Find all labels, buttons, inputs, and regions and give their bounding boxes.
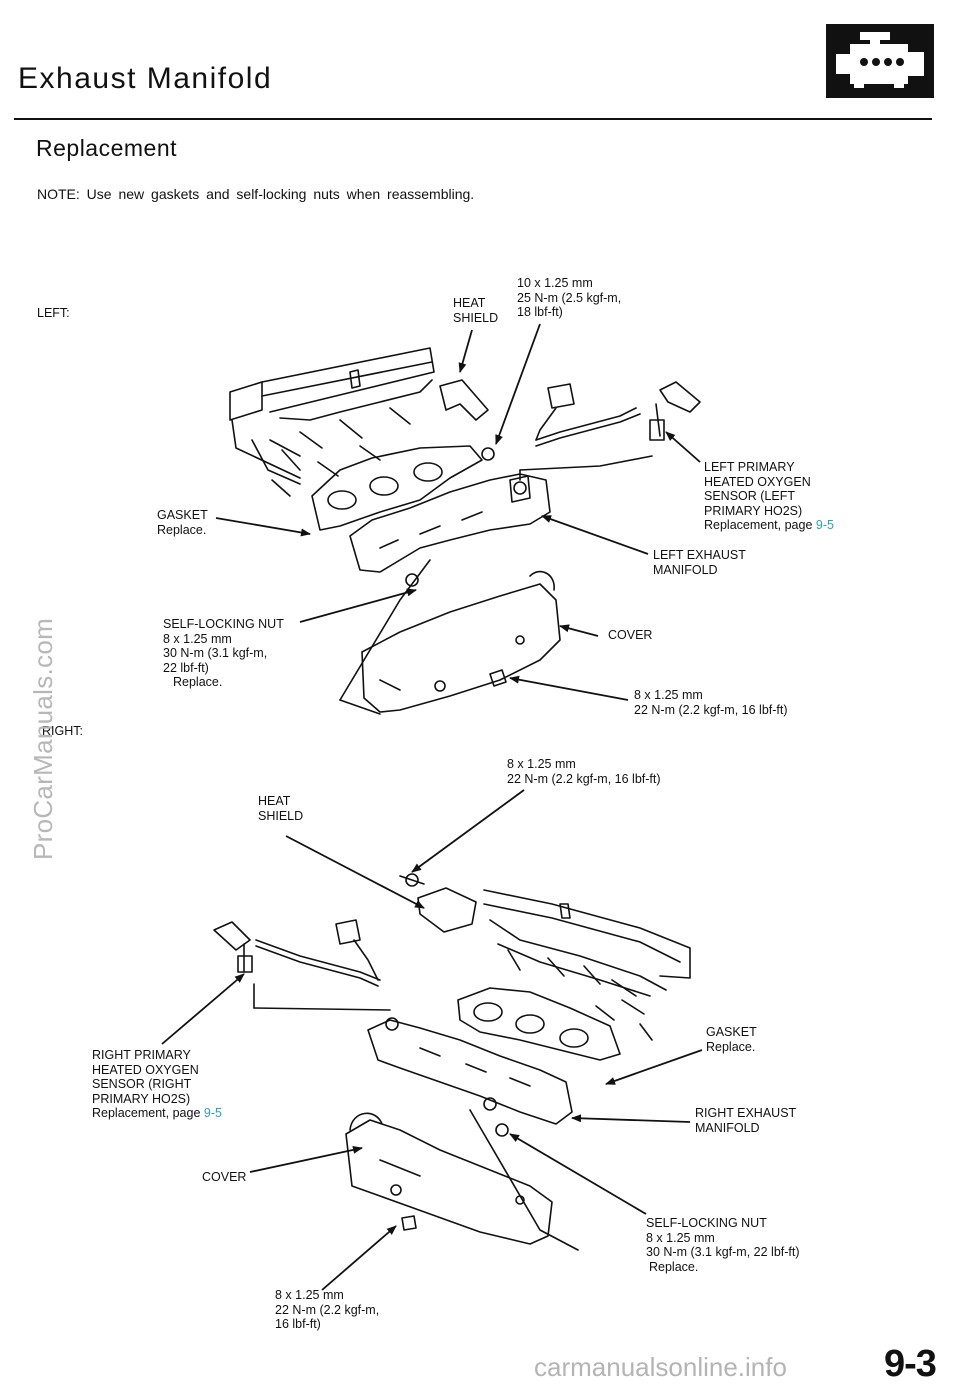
- left-cover: [339, 559, 561, 715]
- right-cover: [345, 1109, 579, 1251]
- arrow-right-cover: [249, 1145, 363, 1173]
- arrow-right-manifold: [571, 1114, 691, 1123]
- right-o2-sensor: [213, 919, 381, 987]
- left-cover-bolt-label: 8 x 1.25 mm 22 N-m (2.2 kgf-m, 16 lbf-ft…: [634, 688, 788, 717]
- left-manifold-label: LEFT EXHAUST MANIFOLD: [653, 548, 746, 577]
- arrow-right-nut: [509, 1133, 647, 1215]
- right-cover-label: COVER: [202, 1170, 247, 1184]
- arrow-left-bolt-top: [495, 323, 541, 445]
- header-rule: [14, 118, 932, 120]
- right-sensor-page-link[interactable]: 9-5: [203, 1106, 222, 1120]
- right-bolt-top-label: 8 x 1.25 mm 22 N-m (2.2 kgf-m, 16 lbf-ft…: [507, 757, 661, 786]
- right-cover-bolt-label: 8 x 1.25 mm 22 N-m (2.2 kgf-m, 16 lbf-ft…: [275, 1288, 380, 1331]
- right-nut-label: SELF-LOCKING NUT 8 x 1.25 mm 30 N-m (3.1…: [646, 1216, 800, 1274]
- arrow-right-gasket: [605, 1049, 703, 1085]
- arrow-left-gasket: [215, 517, 311, 537]
- left-gasket: [311, 445, 483, 531]
- note-text: NOTE: Use new gaskets and self-locking n…: [37, 186, 475, 202]
- page-title: Exhaust Manifold: [18, 62, 273, 95]
- right-studs: [507, 949, 653, 1041]
- right-exhaust-manifold: [253, 983, 573, 1125]
- right-cylinder-head: [483, 889, 691, 997]
- right-gasket: [457, 987, 621, 1061]
- left-nut-label: SELF-LOCKING NUT 8 x 1.25 mm 30 N-m (3.1…: [163, 617, 284, 689]
- bottom-watermark: carmanualsonline.info: [534, 1352, 787, 1382]
- left-cylinder-head: [229, 347, 435, 485]
- right-heat-shield: [399, 873, 477, 933]
- left-heat-shield-label: HEAT SHIELD: [453, 296, 499, 325]
- section-title: Replacement: [36, 135, 178, 161]
- arrow-left-cover-bolt: [509, 675, 629, 701]
- right-side-label: RIGHT:: [42, 724, 83, 738]
- left-heat-shield: [439, 379, 495, 461]
- arrow-right-heat-shield: [285, 835, 425, 909]
- arrow-right-cover-bolt: [321, 1225, 397, 1291]
- left-cover-label: COVER: [608, 628, 653, 642]
- arrow-right-sensor: [161, 973, 245, 1045]
- arrow-left-cover: [559, 624, 599, 637]
- arrow-left-manifold: [541, 515, 649, 555]
- right-heat-shield-label: HEAT SHIELD: [258, 794, 304, 823]
- left-side-label: LEFT:: [37, 306, 70, 320]
- arrow-left-sensor: [665, 431, 701, 463]
- left-bolt-top-label: 10 x 1.25 mm 25 N-m (2.5 kgf-m, 18 lbf-f…: [517, 276, 622, 319]
- arrow-left-heat-shield: [458, 329, 473, 373]
- page-number: 9-3: [884, 1343, 937, 1385]
- arrow-left-nut: [299, 588, 417, 623]
- engine-icon: [826, 24, 934, 98]
- right-gasket-label: GASKET Replace.: [706, 1025, 757, 1054]
- left-exhaust-manifold: [349, 455, 653, 573]
- right-manifold-label: RIGHT EXHAUST MANIFOLD: [695, 1106, 797, 1135]
- right-sensor-label: RIGHT PRIMARY HEATED OXYGEN SENSOR (RIGH…: [92, 1048, 222, 1120]
- left-gasket-label: GASKET Replace.: [157, 508, 208, 537]
- left-o2-sensor: [535, 381, 701, 447]
- side-watermark: ProCarManuals.com: [28, 617, 58, 860]
- left-sensor-page-link[interactable]: 9-5: [815, 518, 834, 532]
- arrow-right-bolt-top: [411, 789, 525, 873]
- left-sensor-label: LEFT PRIMARY HEATED OXYGEN SENSOR (LEFT …: [704, 460, 834, 532]
